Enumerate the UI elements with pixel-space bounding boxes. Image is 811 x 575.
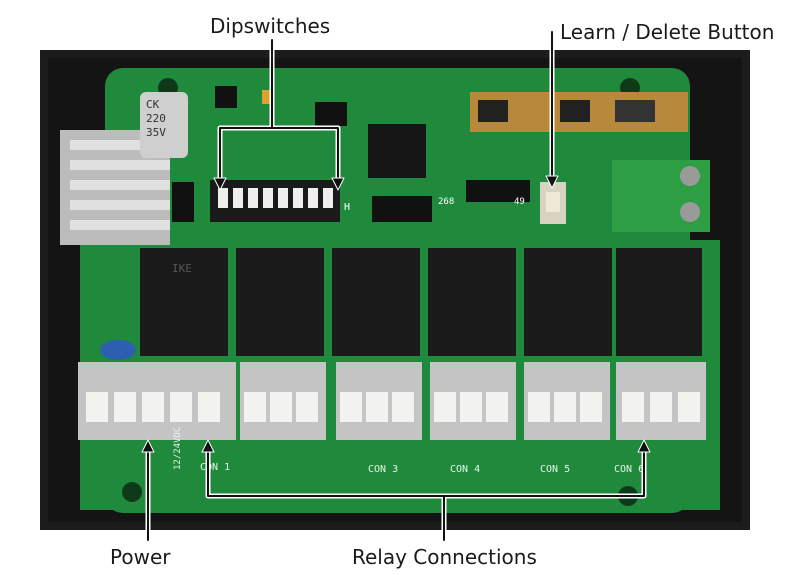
heatsink [60, 130, 170, 245]
capacitor: CK 220 35V [140, 92, 188, 158]
con3-label: CON 3 [368, 464, 398, 475]
learn-delete-button-label: Learn / Delete Button [560, 20, 775, 44]
power-silk-label: 12/24VDC [173, 427, 183, 470]
jumper-left-label: 268 [438, 197, 454, 207]
power-label: Power [110, 545, 171, 569]
learn-delete-button [540, 182, 566, 224]
relay-1 [140, 248, 228, 356]
blue-varistor [100, 340, 136, 360]
cap-text-3: 35V [146, 126, 166, 139]
dipswitch-block [210, 180, 340, 222]
con1-label: CON 1 [200, 462, 230, 473]
relay-4 [428, 248, 516, 356]
con4-label: CON 4 [450, 464, 480, 475]
jumper-right-label: 49 [514, 197, 525, 207]
chip-upper [315, 102, 347, 126]
relay-6 [616, 248, 702, 356]
jumper-block [466, 180, 530, 202]
power-input-terminal [612, 160, 710, 232]
relay-brand-text: IKE [172, 262, 192, 275]
con6-label: CON 6 [614, 464, 644, 475]
con5-label: CON 5 [540, 464, 570, 475]
terminal-blocks [78, 362, 706, 440]
relay-5 [524, 248, 612, 356]
relay-connections-label: Relay Connections [352, 545, 537, 569]
relay-2 [236, 248, 324, 356]
regulator [172, 182, 194, 222]
microcontroller [368, 124, 426, 178]
transistor [215, 86, 237, 108]
cap-text-1: CK [146, 98, 160, 111]
dip-h-label: H [344, 202, 350, 213]
relays [140, 248, 702, 356]
relay-3 [332, 248, 420, 356]
callout-lines [141, 29, 651, 543]
cap-text-2: 220 [146, 112, 166, 125]
dipswitches-label: Dipswitches [210, 14, 331, 38]
chip-lower [372, 196, 432, 222]
